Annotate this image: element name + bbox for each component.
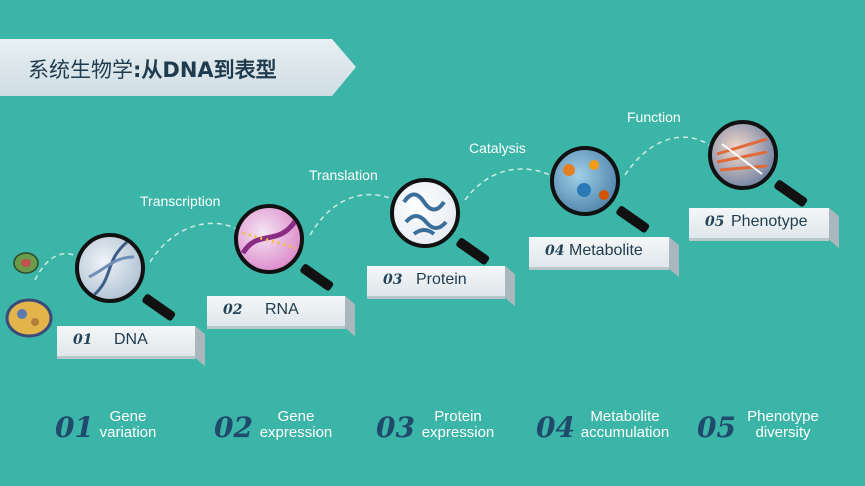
title-prefix: 系统生物学 bbox=[28, 58, 133, 82]
magnifier-icon bbox=[708, 120, 778, 190]
step-card-dna: 01 DNA bbox=[57, 326, 195, 356]
step-card-phenotype: 05 Phenotype bbox=[689, 208, 829, 238]
cell-icon bbox=[5, 252, 53, 338]
card-label: RNA bbox=[265, 301, 299, 318]
caption-line: Protein bbox=[434, 408, 482, 425]
rna-strand-icon bbox=[240, 218, 299, 255]
magnifier-icon bbox=[234, 204, 304, 274]
caption-line: variation bbox=[99, 424, 157, 441]
page-title: 系统生物学:从DNA到表型 bbox=[28, 60, 277, 81]
connector-arc-3 bbox=[464, 168, 561, 201]
transition-label-transcription: Transcription bbox=[140, 193, 221, 209]
caption-line: Metabolite bbox=[590, 408, 660, 425]
transition-label-catalysis: Catalysis bbox=[469, 140, 526, 156]
caption-line: Phenotype bbox=[747, 408, 819, 425]
card-label: DNA bbox=[114, 331, 148, 348]
bottom-caption-metabolite-accumulation: Metabolite accumulation bbox=[573, 409, 677, 441]
step-card-rna: 02 RNA bbox=[207, 296, 345, 326]
title-banner bbox=[0, 39, 356, 96]
card-label: Metabolite bbox=[569, 242, 643, 259]
bottom-caption-protein-expression: Protein expression bbox=[415, 409, 501, 441]
card-number: 05 bbox=[705, 214, 725, 230]
dna-helix-icon bbox=[88, 240, 135, 297]
card-number: 04 bbox=[545, 243, 565, 259]
metabolite-icon bbox=[563, 160, 609, 200]
bottom-caption-gene-expression: Gene expression bbox=[253, 409, 339, 441]
bottom-number: 04 bbox=[536, 411, 575, 444]
card-label: Phenotype bbox=[731, 213, 808, 230]
protein-structure-icon bbox=[402, 192, 448, 236]
bottom-number: 02 bbox=[214, 411, 253, 444]
caption-line: accumulation bbox=[580, 424, 670, 441]
magnifier-icon bbox=[390, 178, 460, 248]
title-colon: : bbox=[133, 58, 142, 82]
caption-line: expression bbox=[259, 424, 333, 441]
card-label: Protein bbox=[416, 271, 467, 288]
phenotype-icon bbox=[716, 137, 768, 175]
bottom-number: 01 bbox=[55, 411, 94, 444]
bottom-number: 05 bbox=[697, 411, 736, 444]
caption-line: Gene bbox=[277, 408, 315, 425]
caption-line: Gene bbox=[109, 408, 147, 425]
caption-line: diversity bbox=[755, 424, 811, 441]
card-number: 01 bbox=[73, 332, 93, 348]
title-main: 从DNA到表型 bbox=[141, 58, 277, 82]
step-card-protein: 03 Protein bbox=[367, 266, 505, 296]
bottom-caption-gene-variation: Gene variation bbox=[94, 409, 162, 441]
magnifier-icon bbox=[75, 233, 145, 303]
card-number: 02 bbox=[223, 302, 243, 318]
caption-line: expression bbox=[421, 424, 495, 441]
connector-arc-4 bbox=[624, 136, 716, 176]
card-number: 03 bbox=[383, 272, 403, 288]
magnifier-icon bbox=[550, 146, 620, 216]
bottom-number: 03 bbox=[376, 411, 415, 444]
transition-label-translation: Translation bbox=[309, 167, 378, 183]
step-card-metabolite: 04 Metabolite bbox=[529, 237, 669, 267]
bottom-caption-phenotype-diversity: Phenotype diversity bbox=[740, 409, 826, 441]
transition-label-function: Function bbox=[627, 109, 681, 125]
